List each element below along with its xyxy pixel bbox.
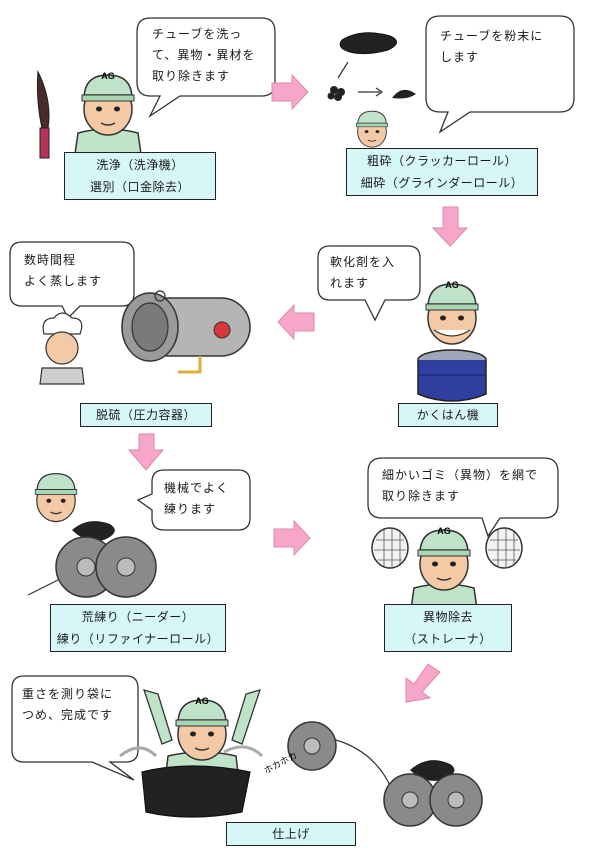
- worker-stir: [425, 283, 479, 345]
- label-line: 細砕（グラインダーロール）: [360, 176, 524, 190]
- speech-bubble-crush: [425, 15, 575, 134]
- chef-icon: [39, 312, 85, 385]
- arrow-down-1: [431, 206, 469, 247]
- step-label-strain: 異物除去 （ストレーナ）: [384, 604, 512, 652]
- step-label-knead: 荒練り（ニーダー） 練り（リファイナーロール）: [50, 604, 226, 652]
- bubble-text-crush: チューブを粉末に します: [440, 26, 543, 68]
- tube-rubber-icon: [327, 32, 416, 101]
- bubble-line: 軟化剤を入: [330, 255, 396, 269]
- strainer-net-icon: [371, 527, 523, 569]
- label-line: （ストレーナ）: [404, 632, 492, 646]
- stirring-drum-icon: [417, 349, 487, 402]
- label-line: 異物除去: [422, 610, 473, 624]
- label-line: かくはん機: [416, 408, 480, 422]
- bubble-line: 重さを測り袋に: [22, 687, 114, 701]
- speech-bubble-knead: [136, 469, 251, 531]
- label-line: 練り（リファイナーロール）: [56, 632, 220, 646]
- label-line: 粗砕（クラッカーロール）: [366, 154, 517, 168]
- speech-bubble-finish: [11, 675, 139, 781]
- bubble-line: よく蒸します: [24, 274, 103, 288]
- kneading-rollers-icon: [27, 521, 157, 598]
- bubble-line: て、異物・異材を: [152, 48, 256, 62]
- bubble-line: 機械でよく: [164, 481, 230, 495]
- step-label-wash: 洗浄（洗浄機） 選別（口金除去）: [64, 152, 216, 200]
- step-label-crush: 粗砕（クラッカーロール） 細砕（グラインダーロール）: [346, 148, 538, 196]
- label-line: 脱硫（圧力容器）: [95, 408, 196, 422]
- bubble-text-stir: 軟化剤を入 れます: [330, 252, 395, 294]
- bubble-line: 取り除きます: [382, 489, 461, 503]
- cap-text-finish: AG: [195, 696, 209, 706]
- arrow-right-2: [273, 519, 311, 557]
- speech-bubble-desulfur: [9, 241, 135, 320]
- bubble-text-wash: チューブを洗っ て、異物・異材を 取り除きます: [152, 24, 255, 87]
- rubber-block-icon: [119, 745, 264, 818]
- label-line: 荒練り（ニーダー）: [81, 610, 195, 624]
- bubble-line: します: [440, 50, 480, 64]
- arrow-right-1: [271, 73, 309, 111]
- bubble-text-strain: 細かいゴミ（異物）を網で 取り除きます: [382, 465, 538, 507]
- pressure-vessel-icon: [121, 290, 251, 374]
- steam-text: ホカホカ: [262, 750, 299, 777]
- arrow-down-left-3: [405, 663, 441, 703]
- cap-text-wash: AG: [101, 71, 115, 81]
- label-line: 選別（口金除去）: [89, 180, 190, 194]
- cap-text-stir: AG: [445, 280, 459, 290]
- bubble-text-finish: 重さを測り袋に つめ、完成です: [22, 684, 113, 726]
- bubble-text-knead: 機械でよく 練ります: [164, 478, 229, 520]
- speech-bubble-wash: [136, 17, 276, 118]
- worker-wash: [73, 74, 143, 162]
- arrow-left-1: [277, 303, 315, 341]
- bubble-line: 取り除きます: [152, 69, 231, 83]
- step-label-finish: 仕上げ: [226, 822, 356, 846]
- label-line: 仕上げ: [272, 827, 310, 841]
- bubble-line: 細かいゴミ（異物）を網で: [382, 468, 539, 482]
- bubble-line: チューブを粉末に: [440, 29, 544, 43]
- bubble-line: れます: [330, 276, 370, 290]
- bubble-line: チューブを洗っ: [152, 27, 243, 41]
- cap-text-strain: AG: [437, 526, 451, 536]
- bubble-line: 数時間程: [24, 253, 77, 267]
- speech-bubble-strain: [367, 457, 559, 538]
- arrow-down-2: [127, 433, 165, 471]
- step-label-stir: かくはん機: [398, 403, 498, 427]
- step-label-desulfur: 脱硫（圧力容器）: [80, 403, 212, 427]
- worker-knead: [34, 473, 78, 523]
- bubble-line: つめ、完成です: [22, 708, 114, 722]
- speech-bubble-stir: [317, 245, 421, 322]
- label-line: 洗浄（洗浄機）: [96, 158, 184, 172]
- bubble-text-desulfur: 数時間程 よく蒸します: [24, 250, 102, 292]
- worker-crush: [355, 110, 389, 148]
- bubble-line: 練ります: [164, 502, 217, 516]
- knife-icon: [36, 69, 50, 159]
- finishing-rollers-icon: [287, 721, 483, 827]
